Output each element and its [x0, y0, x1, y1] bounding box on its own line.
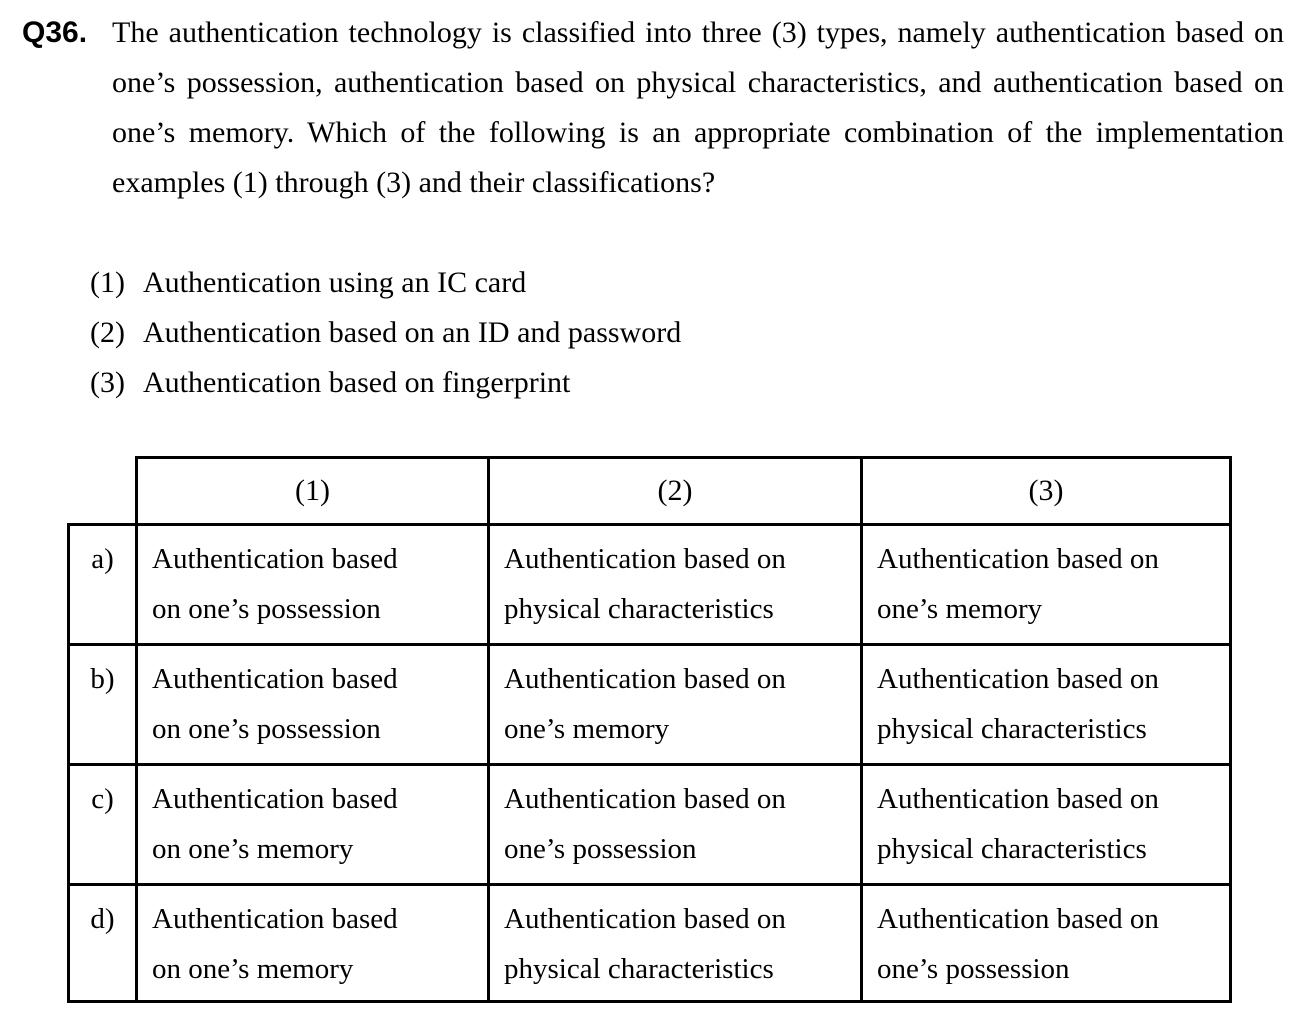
table-cell: Authentication based on one’s memory — [487, 643, 860, 763]
row-label-a: a) — [67, 523, 135, 643]
table-cell: Authentication based on one’s possession — [487, 763, 860, 883]
table-cell: Authentication based on one’s possession — [860, 883, 1232, 1003]
table-cell: Authentication based on one’s memory — [135, 763, 487, 883]
example-number: (1) — [90, 266, 125, 299]
example-item: (1) Authentication using an IC card — [90, 258, 681, 308]
example-number: (3) — [90, 366, 125, 399]
example-item: (2) Authentication based on an ID and pa… — [90, 308, 681, 358]
table-cell: Authentication based on physical charact… — [860, 643, 1232, 763]
example-text: Authentication based on an ID and passwo… — [143, 316, 682, 349]
table-cell: Authentication based on physical charact… — [487, 523, 860, 643]
column-header-3: (3) — [860, 456, 1232, 523]
table-cell: Authentication based on one’s memory — [135, 883, 487, 1003]
question-number: Q36. — [22, 16, 88, 49]
example-number: (2) — [90, 316, 125, 349]
table-cell: Authentication based on physical charact… — [487, 883, 860, 1003]
question-text: The authentication technology is classif… — [112, 16, 1284, 199]
table-cell: Authentication based on physical charact… — [860, 763, 1232, 883]
column-header-2: (2) — [487, 456, 860, 523]
example-item: (3) Authentication based on fingerprint — [90, 358, 681, 408]
table-cell: Authentication based on one’s possession — [135, 643, 487, 763]
table-header-spacer — [67, 456, 135, 523]
row-label-c: c) — [67, 763, 135, 883]
example-text: Authentication based on fingerprint — [143, 366, 571, 399]
column-header-1: (1) — [135, 456, 487, 523]
answer-table: (1) (2) (3) a) Authentication based on o… — [67, 456, 1232, 1003]
table-cell: Authentication based on one’s memory — [860, 523, 1232, 643]
row-label-d: d) — [67, 883, 135, 1003]
example-text: Authentication using an IC card — [143, 266, 527, 299]
example-list: (1) Authentication using an IC card (2) … — [90, 258, 681, 408]
row-label-b: b) — [67, 643, 135, 763]
table-cell: Authentication based on one’s possession — [135, 523, 487, 643]
